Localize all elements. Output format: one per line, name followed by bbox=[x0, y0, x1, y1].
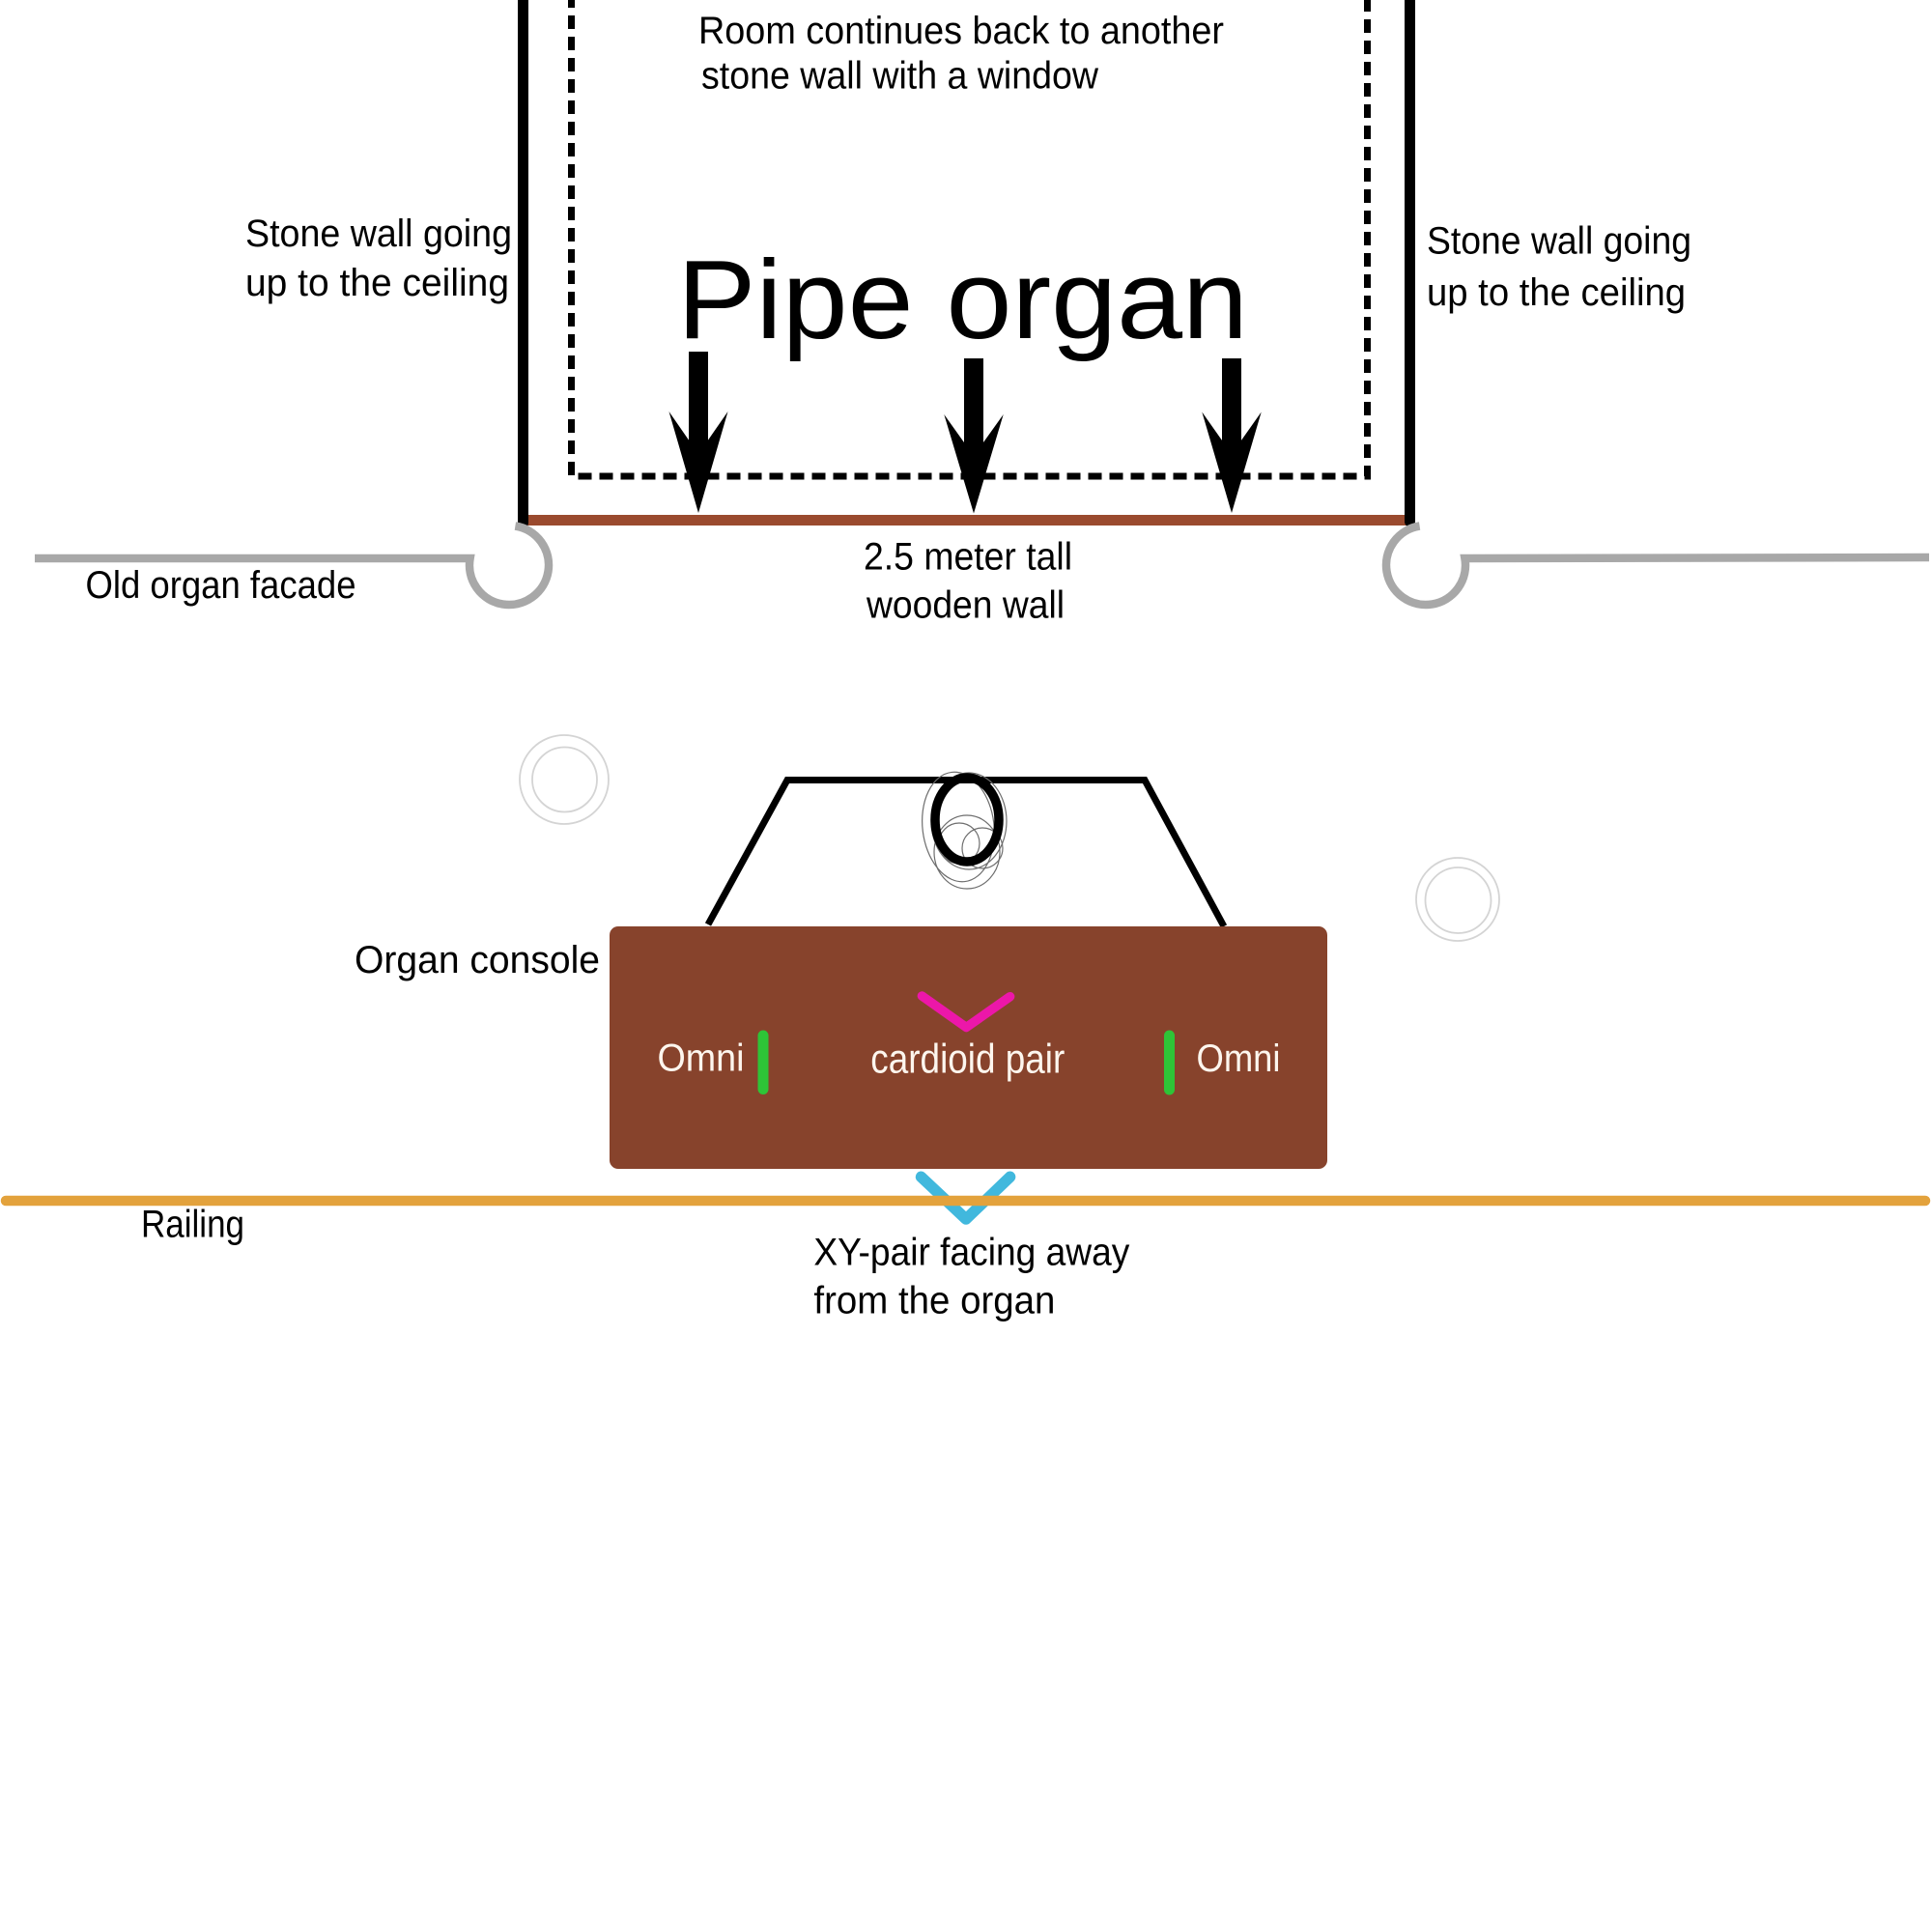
svg-text:Omni: Omni bbox=[1197, 1037, 1281, 1080]
svg-text:Old organ facade: Old organ facade bbox=[86, 564, 356, 607]
svg-text:wooden wall: wooden wall bbox=[866, 583, 1065, 626]
svg-text:Stone wall going: Stone wall going bbox=[245, 213, 512, 255]
svg-text:Organ console: Organ console bbox=[355, 939, 600, 981]
svg-text:Stone wall going: Stone wall going bbox=[1427, 220, 1691, 263]
svg-text:XY-pair facing away: XY-pair facing away bbox=[813, 1232, 1129, 1274]
svg-text:up to the ceiling: up to the ceiling bbox=[245, 262, 509, 304]
svg-text:Omni: Omni bbox=[658, 1037, 745, 1080]
svg-text:stone wall with a window: stone wall with a window bbox=[701, 55, 1098, 98]
svg-text:Room continues back to another: Room continues back to another bbox=[698, 10, 1224, 52]
svg-text:up to the ceiling: up to the ceiling bbox=[1427, 271, 1686, 314]
svg-text:Pipe organ: Pipe organ bbox=[677, 237, 1248, 362]
svg-text:from the organ: from the organ bbox=[813, 1280, 1055, 1322]
svg-text:Railing: Railing bbox=[141, 1204, 244, 1246]
svg-text:cardioid pair: cardioid pair bbox=[870, 1037, 1065, 1083]
svg-text:2.5 meter tall: 2.5 meter tall bbox=[864, 536, 1072, 579]
